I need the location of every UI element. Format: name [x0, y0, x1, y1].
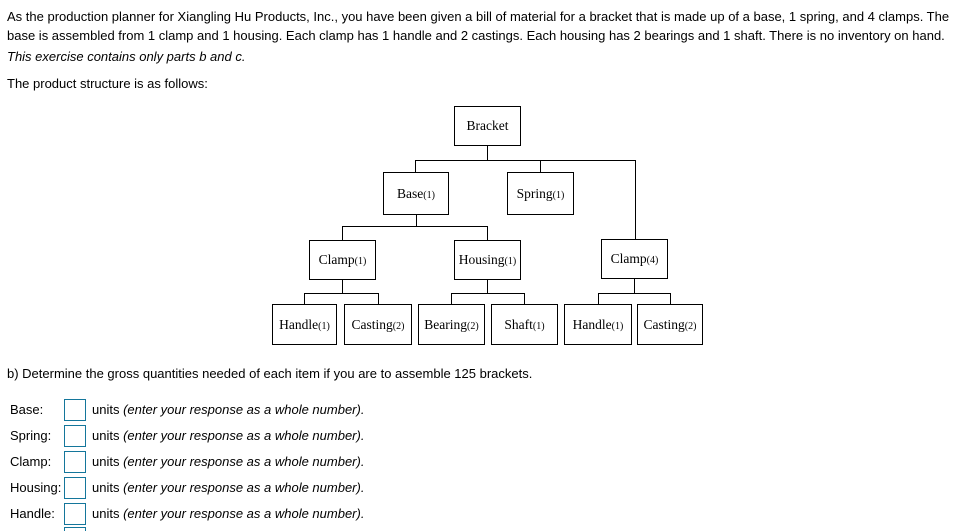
answer-label: Clamp:	[10, 454, 52, 469]
node-label: Housing	[458, 252, 505, 267]
response-note: (enter your response as a whole number).	[123, 480, 365, 495]
partial-units-input[interactable]	[64, 527, 86, 531]
answer-label: Handle:	[10, 506, 55, 521]
node-spring: Spring(1)	[507, 172, 574, 215]
node-label: Bracket	[466, 118, 509, 133]
answer-row-spring: Spring: units (enter your response as a …	[0, 425, 977, 447]
connector-line	[598, 293, 671, 294]
connector-line	[342, 226, 343, 240]
answer-row-handle: Handle: units (enter your response as a …	[0, 503, 977, 525]
node-label: Handle	[279, 316, 319, 332]
answer-label: Spring:	[10, 428, 52, 443]
connector-line	[487, 146, 488, 160]
response-note: (enter your response as a whole number).	[123, 428, 365, 443]
connector-line	[451, 293, 525, 294]
connector-line	[634, 279, 635, 293]
connector-line	[415, 160, 416, 172]
units-text: units	[92, 454, 120, 469]
node-casting-2: Casting(2)	[637, 304, 703, 345]
base-units-input[interactable]	[64, 399, 86, 421]
housing-units-input[interactable]	[64, 477, 86, 499]
node-label: Handle	[572, 316, 612, 332]
response-note: (enter your response as a whole number).	[123, 454, 365, 469]
node-label: Casting	[351, 316, 393, 332]
node-clamp-1: Clamp(1)	[309, 240, 376, 280]
product-structure-diagram: Bracket Base(1) Spring(1) Clamp(1) Housi…	[272, 106, 703, 345]
exercise-note: This exercise contains only parts b and …	[7, 49, 246, 64]
answer-row-partial	[0, 527, 977, 531]
question-b-text: b) Determine the gross quantities needed…	[7, 366, 533, 381]
node-qty: (1)	[318, 320, 330, 332]
node-qty: (2)	[392, 320, 405, 332]
node-qty: (2)	[684, 320, 697, 332]
node-qty: (1)	[354, 256, 367, 267]
node-bearing: Bearing(2)	[418, 304, 485, 345]
node-label: Clamp	[610, 251, 647, 266]
node-housing: Housing(1)	[454, 240, 521, 280]
spring-units-input[interactable]	[64, 425, 86, 447]
node-qty: (1)	[552, 189, 565, 201]
node-bracket: Bracket	[454, 106, 521, 146]
node-label: Casting	[643, 316, 685, 332]
node-qty: (1)	[504, 256, 517, 267]
answer-row-clamp: Clamp: units (enter your response as a w…	[0, 451, 977, 473]
node-shaft: Shaft(1)	[491, 304, 558, 345]
connector-line	[451, 293, 452, 304]
answer-label: Base:	[10, 402, 44, 417]
node-qty: (1)	[532, 320, 545, 332]
connector-line	[415, 160, 636, 161]
units-text: units	[92, 402, 120, 417]
node-qty: (4)	[646, 255, 659, 266]
connector-line	[524, 293, 525, 304]
response-note: (enter your response as a whole number).	[123, 506, 365, 521]
node-label: Bearing	[424, 316, 468, 332]
connector-line	[635, 160, 636, 240]
node-base: Base(1)	[383, 172, 449, 215]
node-qty: (2)	[467, 320, 479, 332]
node-handle-2: Handle(1)	[564, 304, 632, 345]
node-qty: (1)	[611, 320, 624, 332]
connector-line	[342, 226, 488, 227]
node-label: Clamp	[318, 252, 355, 267]
node-label: Base	[397, 185, 424, 201]
node-label: Spring	[516, 185, 553, 201]
answer-row-housing: Housing: units (enter your response as a…	[0, 477, 977, 499]
connector-line	[487, 226, 488, 240]
node-label: Shaft	[504, 316, 533, 332]
units-text: units	[92, 428, 120, 443]
connector-line	[540, 160, 541, 172]
node-clamp-4: Clamp(4)	[601, 239, 668, 279]
structure-intro: The product structure is as follows:	[7, 76, 208, 91]
answer-label: Housing:	[10, 480, 62, 495]
connector-line	[416, 215, 417, 226]
connector-line	[598, 293, 599, 304]
answer-row-base: Base: units (enter your response as a wh…	[0, 399, 977, 421]
clamp-units-input[interactable]	[64, 451, 86, 473]
units-text: units	[92, 480, 120, 495]
connector-line	[378, 293, 379, 304]
connector-line	[304, 293, 379, 294]
response-note: (enter your response as a whole number).	[123, 402, 365, 417]
node-qty: (1)	[423, 189, 435, 201]
connector-line	[342, 280, 343, 293]
intro-paragraph: As the production planner for Xiangling …	[7, 9, 950, 43]
connector-line	[487, 280, 488, 293]
node-casting-1: Casting(2)	[344, 304, 412, 345]
units-text: units	[92, 506, 120, 521]
node-handle-1: Handle(1)	[272, 304, 337, 345]
connector-line	[304, 293, 305, 304]
handle-units-input[interactable]	[64, 503, 86, 525]
connector-line	[670, 293, 671, 304]
